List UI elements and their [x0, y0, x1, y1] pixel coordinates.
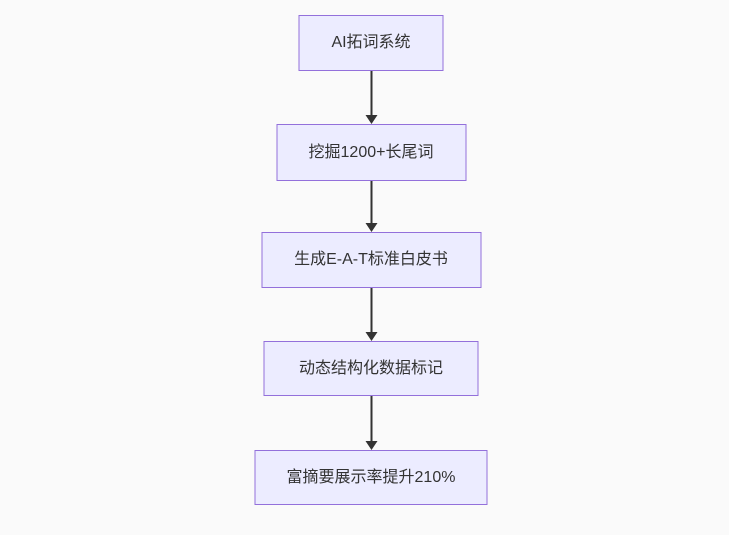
arrow-line [370, 181, 372, 224]
arrow-down-icon [365, 441, 377, 450]
arrow-line [370, 71, 372, 116]
arrow-down-icon [365, 115, 377, 124]
flowchart-node-longtail-mining: 挖掘1200+长尾词 [276, 124, 466, 181]
flowchart: AI拓词系统 挖掘1200+长尾词 生成E-A-T标准白皮书 动态结构化数据标记… [254, 15, 488, 505]
flow-arrow-4 [364, 396, 378, 450]
flow-arrow-2 [364, 181, 378, 232]
arrow-down-icon [365, 332, 377, 341]
arrow-line [370, 288, 372, 333]
flowchart-node-rich-snippet-result: 富摘要展示率提升210% [254, 450, 488, 505]
flowchart-node-structured-data-markup: 动态结构化数据标记 [263, 341, 479, 396]
arrow-down-icon [365, 223, 377, 232]
flowchart-node-ai-word-system: AI拓词系统 [298, 15, 444, 71]
flow-arrow-3 [364, 288, 378, 341]
flowchart-node-eat-whitepaper: 生成E-A-T标准白皮书 [261, 232, 481, 288]
flow-arrow-1 [364, 71, 378, 124]
arrow-line [370, 396, 372, 442]
